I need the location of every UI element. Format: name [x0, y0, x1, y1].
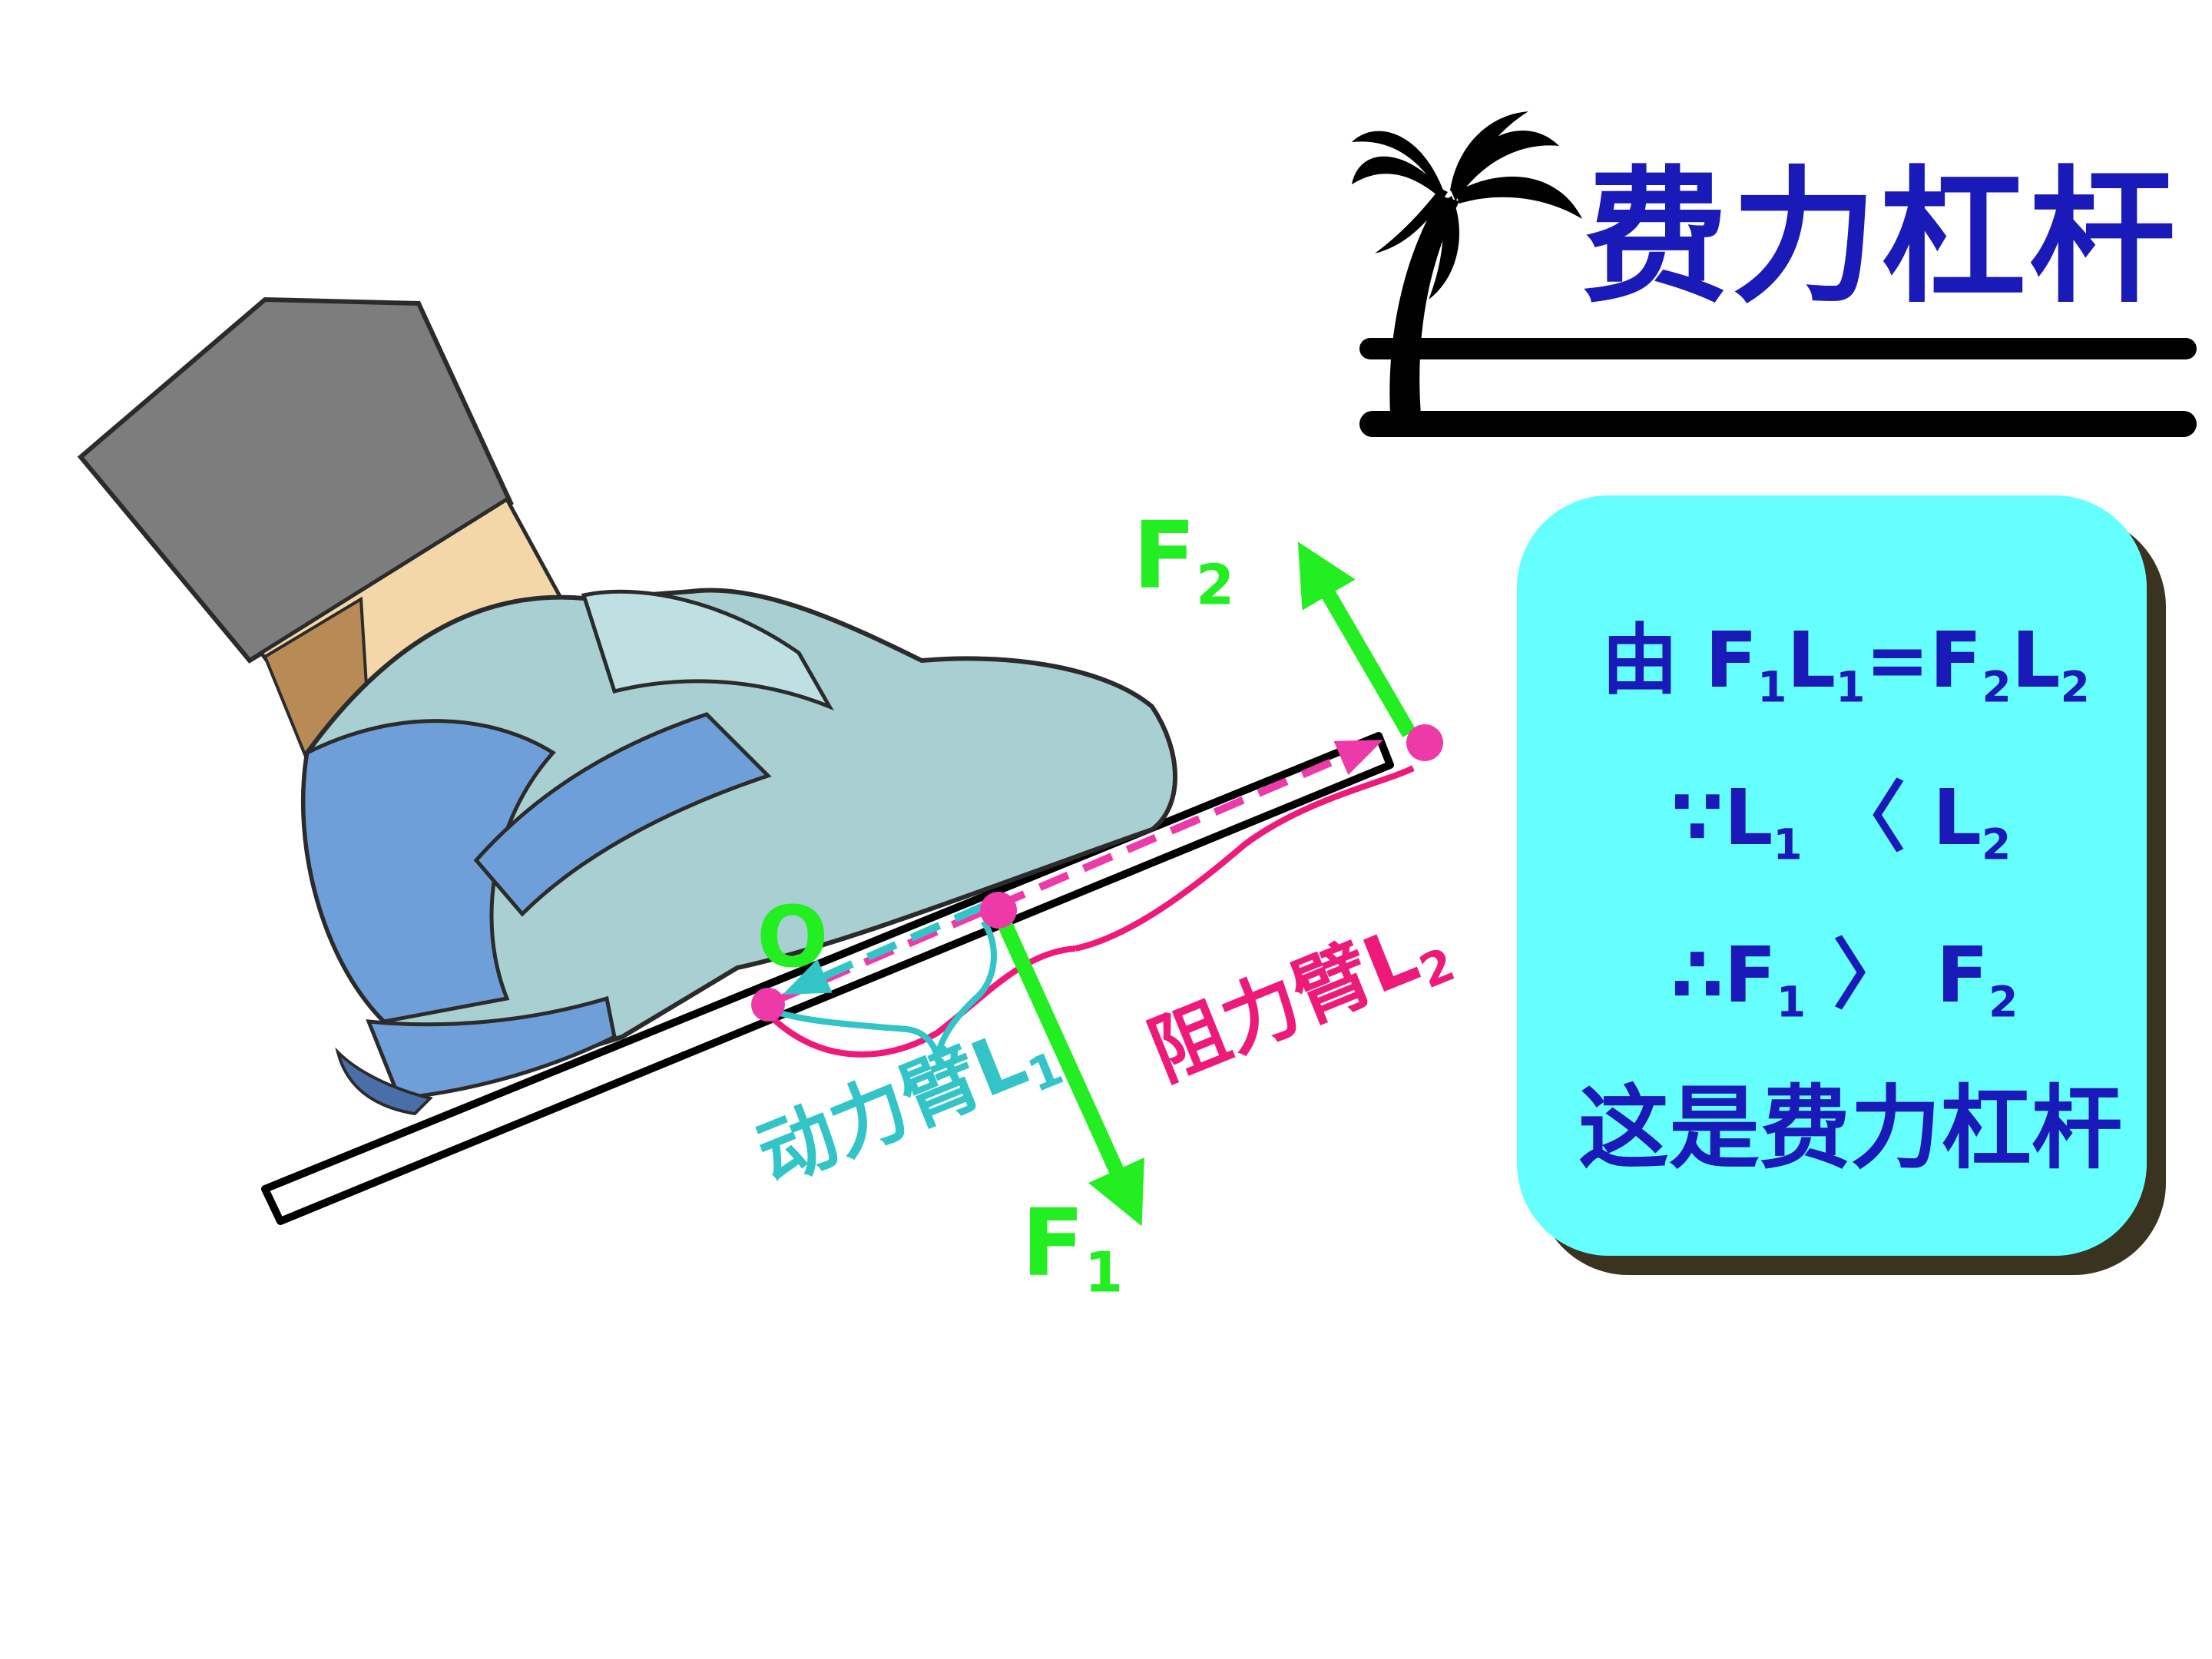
formula-line-2: ∵L1 〈 L2: [1671, 773, 2012, 869]
formula-line-3: ∴F1 〉 F2: [1671, 930, 2018, 1027]
palm-tree-icon: [1352, 111, 2197, 437]
force-F1-arrow: [991, 906, 1144, 1227]
label-F2: F2: [1133, 503, 1235, 618]
effort-point: [980, 892, 1017, 929]
load-point: [1406, 724, 1443, 761]
label-F1: F1: [1022, 1190, 1124, 1305]
formula-panel: 由 F1L1=F2L2 ∵L1 〈 L2 ∴F1 〉 F2 这是费力杠杆: [1517, 495, 2147, 1256]
force-F2-arrow: [1297, 541, 1416, 738]
effort-arm: [770, 902, 997, 1068]
pivot-point: [751, 988, 785, 1022]
page-title: 费力杠杆: [1582, 153, 2179, 323]
conclusion-text: 这是费力杠杆: [1578, 1075, 2123, 1181]
formula-line-1: 由 F1L1=F2L2: [1601, 615, 2090, 712]
label-pivot-O: O: [757, 888, 829, 986]
shoe: [300, 588, 1177, 1116]
trouser-leg: [77, 296, 514, 664]
